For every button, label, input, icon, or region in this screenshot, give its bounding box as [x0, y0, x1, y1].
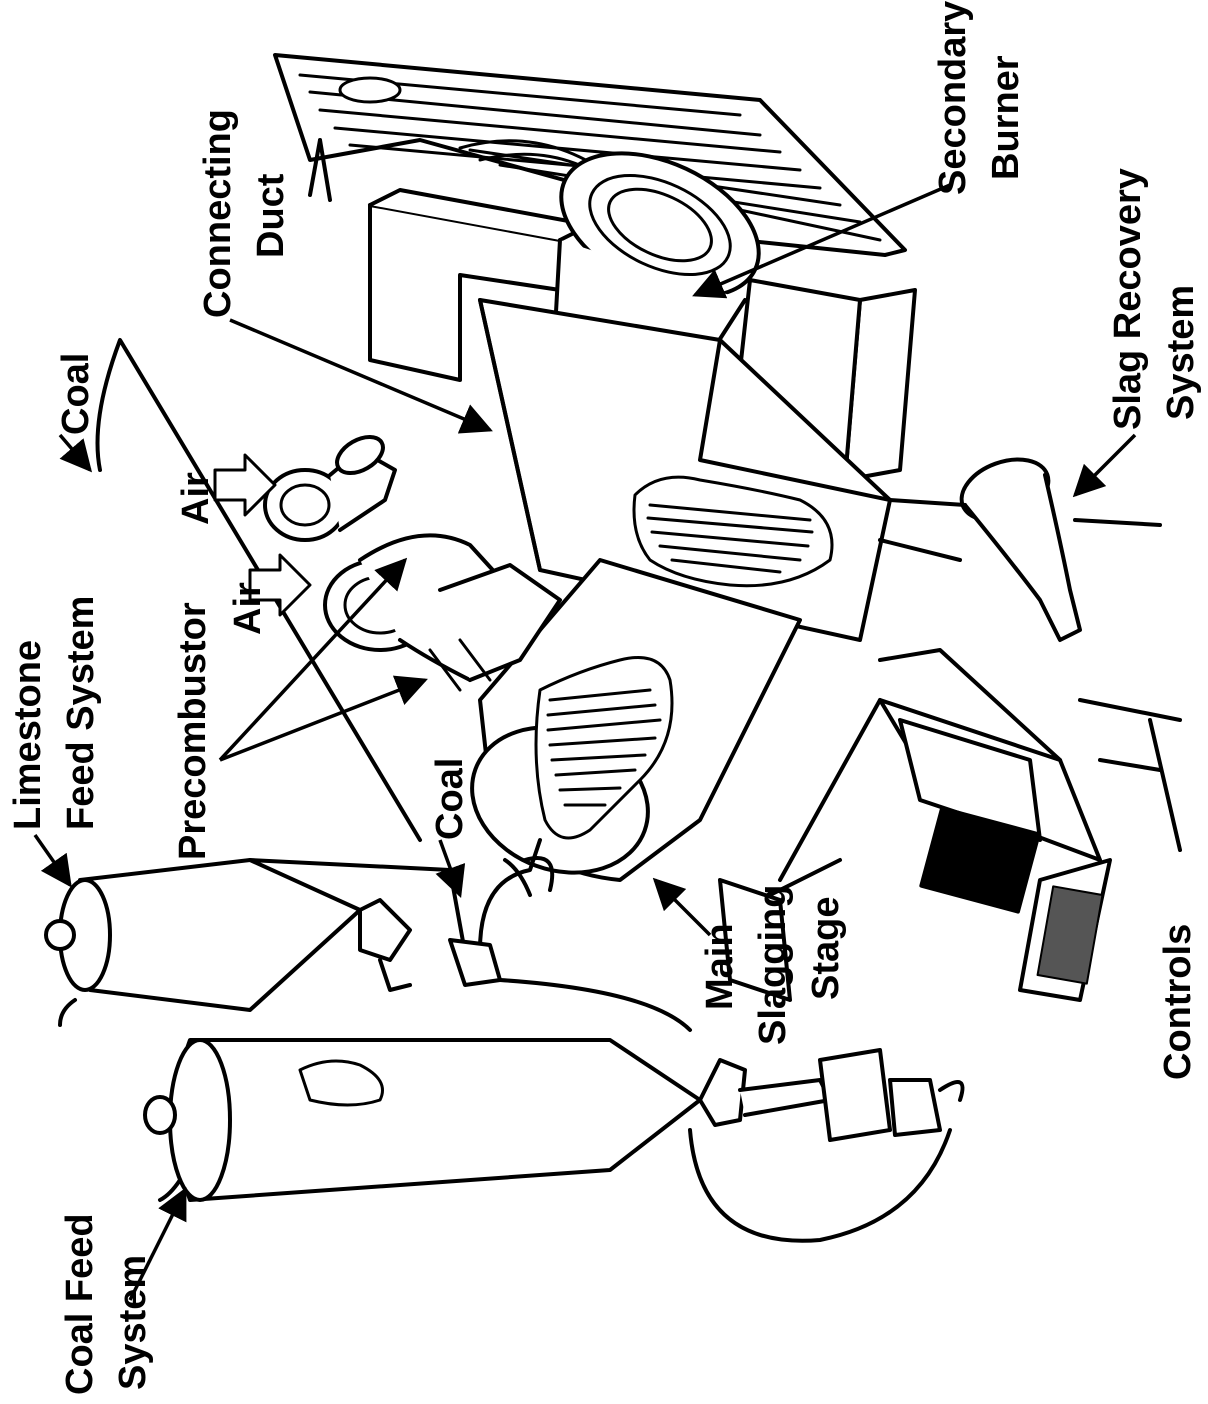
air-label-1: Air — [175, 472, 217, 525]
coal-feed-tank — [145, 1040, 963, 1200]
limestone-label-line1: Limestone — [7, 640, 49, 830]
coal-mid-label: Coal — [429, 758, 471, 840]
connecting-duct-label: Connecting Duct — [197, 109, 292, 318]
coal-top-label: Coal — [55, 353, 97, 435]
coal-mid-leader — [440, 840, 460, 895]
coal-feed-label: Coal Feed System — [59, 1213, 154, 1395]
slag-recovery-label-line2: System — [1160, 285, 1202, 420]
coal-top-leader — [60, 435, 90, 470]
limestone-label-line2: Feed System — [60, 596, 102, 830]
coal-feed-label-line2: System — [112, 1255, 154, 1390]
main-slagging-label-line3: Stage — [805, 897, 847, 1000]
limestone-tank — [46, 860, 410, 1010]
coal-feed-label-line1: Coal Feed — [59, 1213, 101, 1395]
controls-label: Controls — [1157, 924, 1199, 1080]
connecting-duct-label-line1: Connecting — [197, 109, 239, 318]
slag-recovery-leader — [1075, 435, 1135, 495]
main-slagging-label-line1: Main — [699, 923, 741, 1010]
secondary-burner-label: Secondary Burner — [932, 1, 1027, 195]
slag-recovery-label-line1: Slag Recovery — [1107, 168, 1149, 430]
connecting-duct-label-line2: Duct — [250, 173, 292, 258]
precombustor-label: Precombustor — [172, 602, 214, 860]
limestone-label: Limestone Feed System — [7, 596, 102, 830]
slag-recovery-label: Slag Recovery System — [1107, 168, 1202, 430]
slag-recovery-funnel — [880, 448, 1160, 640]
secondary-burner-label-line1: Secondary — [932, 1, 974, 195]
air-inlet-small — [265, 430, 395, 540]
main-slagging-label-line2: Slagging — [752, 885, 794, 1045]
secondary-burner-label-line2: Burner — [985, 55, 1027, 180]
limestone-leader — [35, 835, 70, 885]
air-label-2: Air — [227, 582, 269, 635]
precombustor-leader-1 — [220, 680, 425, 760]
